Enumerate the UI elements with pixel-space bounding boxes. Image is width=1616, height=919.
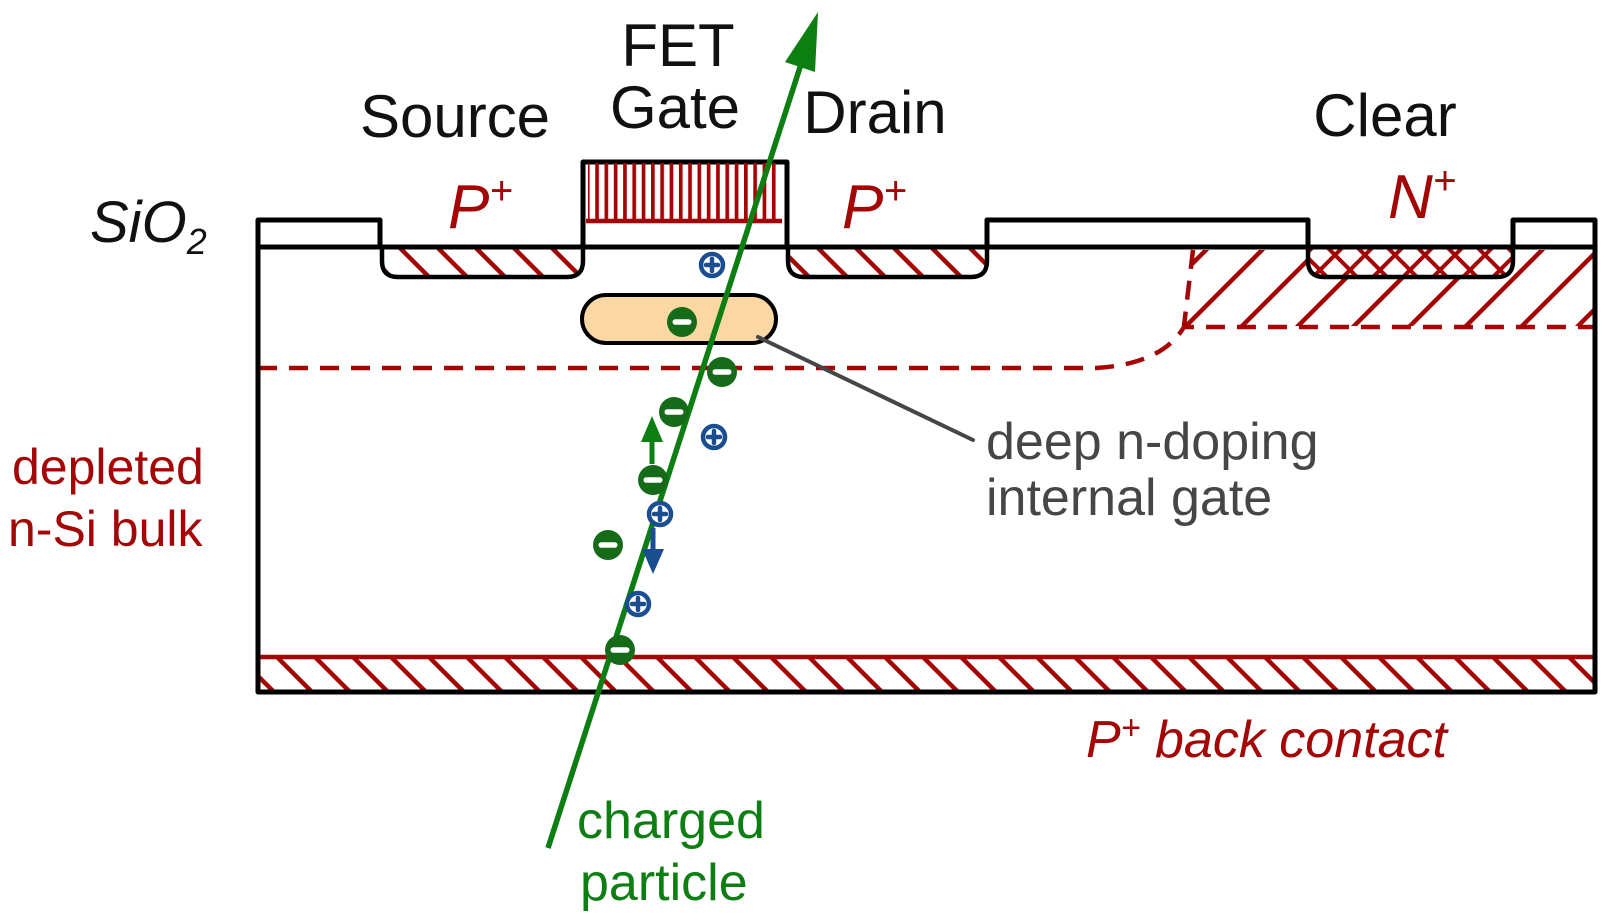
electron-icon (605, 635, 635, 665)
label-p-plus-source: P+ (448, 169, 513, 242)
label-back-contact-p: P (1086, 711, 1121, 769)
electron-icon (667, 307, 697, 337)
label-charged-particle-line1: charged (577, 792, 765, 850)
label-back-contact-rest: back contact (1141, 711, 1450, 769)
electron-icon (593, 530, 623, 560)
label-deep-n-doping-line2: internal gate (986, 469, 1272, 527)
clear-n-plus-implant (1305, 244, 1516, 280)
hole-drift-arrow-icon (642, 528, 664, 574)
label-sio2-base: SiO (90, 190, 187, 255)
label-clear: Clear (1313, 82, 1456, 149)
source-p-plus-implant (379, 244, 586, 280)
label-sio2-subscript: 2 (186, 221, 207, 262)
hole-icon (700, 423, 728, 451)
label-sio2: SiO2 (90, 190, 207, 262)
device-outline (255, 159, 1598, 695)
label-n-plus-clear: N+ (1388, 159, 1456, 232)
electron-icon (659, 397, 689, 427)
electron-icon (638, 465, 668, 495)
drain-p-plus-implant (785, 244, 990, 280)
hole-icon (646, 500, 674, 528)
label-n-superscript: + (1433, 159, 1456, 203)
label-p-superscript: + (489, 169, 512, 213)
electron-drift-arrow-icon (641, 416, 663, 464)
label-p-base: P (448, 173, 489, 242)
fet-gate-electrode (586, 163, 782, 224)
label-drain: Drain (803, 79, 946, 146)
label-back-contact: P+ back contact (1086, 709, 1449, 769)
label-depleted-line1: depleted (12, 439, 204, 495)
label-source: Source (360, 83, 550, 150)
clear-region-boundary-dashed (1181, 249, 1196, 327)
hole-icon (698, 251, 726, 279)
label-fet: FET (621, 12, 734, 79)
label-p-superscript: + (883, 169, 906, 213)
label-n-base: N (1388, 163, 1433, 232)
depletion-boundary-dashed (258, 324, 1595, 371)
electron-icon (707, 357, 737, 387)
internal-gate-pointer-line (756, 335, 975, 442)
hole-icon (624, 590, 652, 618)
particle-track-arrow-icon (545, 12, 818, 849)
label-p-plus-drain: P+ (842, 169, 907, 242)
label-deep-n-doping-line1: deep n-doping (986, 413, 1319, 471)
label-p-base: P (842, 173, 883, 242)
label-gate: Gate (610, 74, 740, 141)
label-back-contact-superscript: + (1121, 709, 1141, 747)
back-contact-band (258, 654, 1595, 691)
label-depleted-line2: n-Si bulk (8, 501, 204, 557)
label-charged-particle-line2: particle (580, 854, 748, 912)
